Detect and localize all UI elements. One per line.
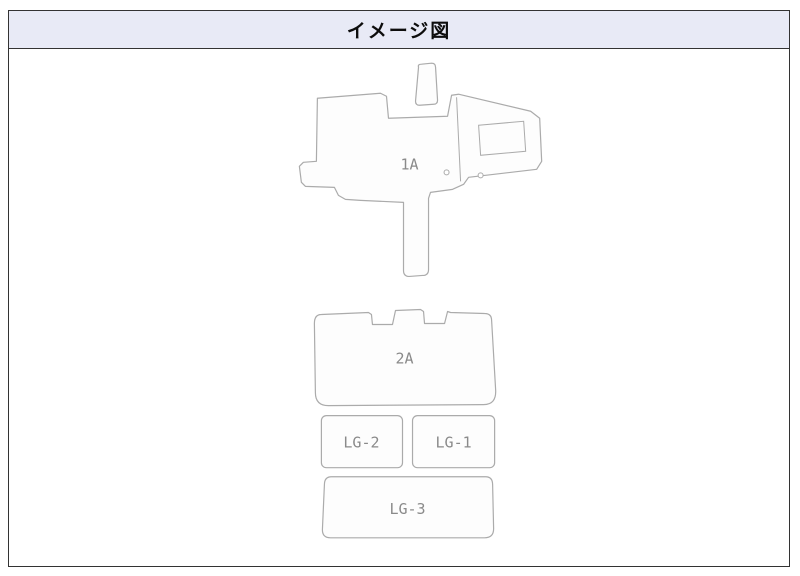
- luggage-mat-1-outline: [411, 415, 496, 469]
- floor-mats-diagram: 1A 2A LG-2 LG-1 LG-3: [298, 62, 543, 539]
- front-mat-pad-outline: [414, 62, 439, 106]
- front-mat-label: 1A: [400, 155, 418, 173]
- second-row-mat-outline: [313, 308, 497, 407]
- mat-hook-left: [443, 169, 450, 176]
- luggage-mat-2-label: LG-2: [343, 434, 379, 452]
- second-row-mat-label: 2A: [395, 350, 413, 368]
- luggage-mat-3-outline: [321, 476, 495, 539]
- diagram-panel: イメージ図 1A 2A LG: [8, 10, 790, 567]
- front-mat-cutout-rect: [478, 120, 527, 156]
- luggage-mat-2-outline: [320, 415, 404, 469]
- diagram-canvas: 1A 2A LG-2 LG-1 LG-3: [9, 49, 789, 566]
- front-mat-outline: [298, 92, 543, 278]
- luggage-mat-3-label: LG-3: [389, 500, 425, 518]
- mat-hook-right: [477, 172, 484, 179]
- front-mat-seam-line: [456, 97, 462, 182]
- luggage-mat-1-label: LG-1: [436, 434, 472, 452]
- diagram-title-bar: イメージ図: [9, 11, 789, 49]
- diagram-title: イメージ図: [346, 20, 452, 42]
